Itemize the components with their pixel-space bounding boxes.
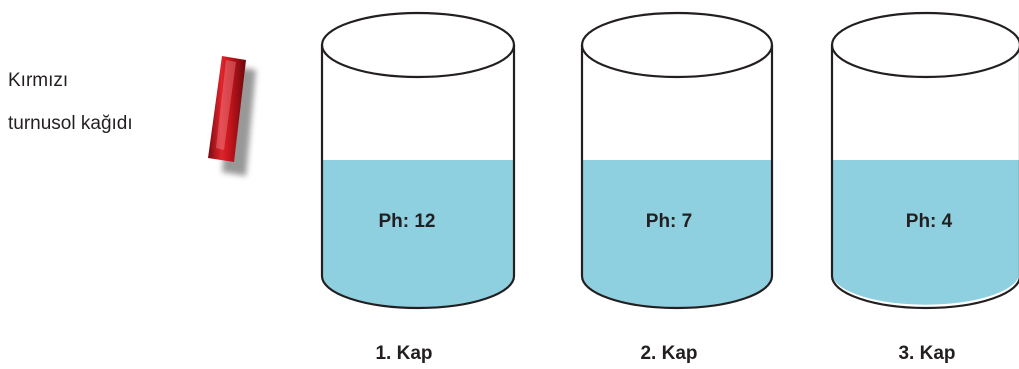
ph-value: Ph: 12 <box>378 211 435 232</box>
container-rim <box>830 11 1019 79</box>
container-rim <box>320 11 516 79</box>
container-caption: 3. Kap <box>898 343 955 364</box>
litmus-label-line2: turnusol kağıdı <box>8 113 133 134</box>
liquid-fill <box>322 160 514 308</box>
container-outline <box>320 45 516 310</box>
container-outline <box>580 45 774 310</box>
container-2: Ph: 7 2. Kap <box>580 11 774 364</box>
ph-value: Ph: 4 <box>906 211 953 232</box>
container-3: Ph: 4 3. Kap <box>830 11 1019 364</box>
container-caption: 1. Kap <box>375 343 432 364</box>
litmus-paper-strip <box>208 56 256 176</box>
litmus-label-line1: Kırmızı <box>8 70 68 91</box>
liquid-fill <box>832 160 1019 305</box>
ph-value: Ph: 7 <box>646 211 692 232</box>
container-caption: 2. Kap <box>640 343 697 364</box>
container-rim <box>580 11 774 79</box>
liquid-fill <box>582 160 772 308</box>
litmus-label: Kırmızı turnusol kağıdı <box>8 70 133 134</box>
litmus-strip-highlight <box>216 60 236 150</box>
container-1: Ph: 12 1. Kap <box>320 11 516 364</box>
litmus-strip-body <box>208 56 246 162</box>
container-outline <box>830 45 1019 310</box>
